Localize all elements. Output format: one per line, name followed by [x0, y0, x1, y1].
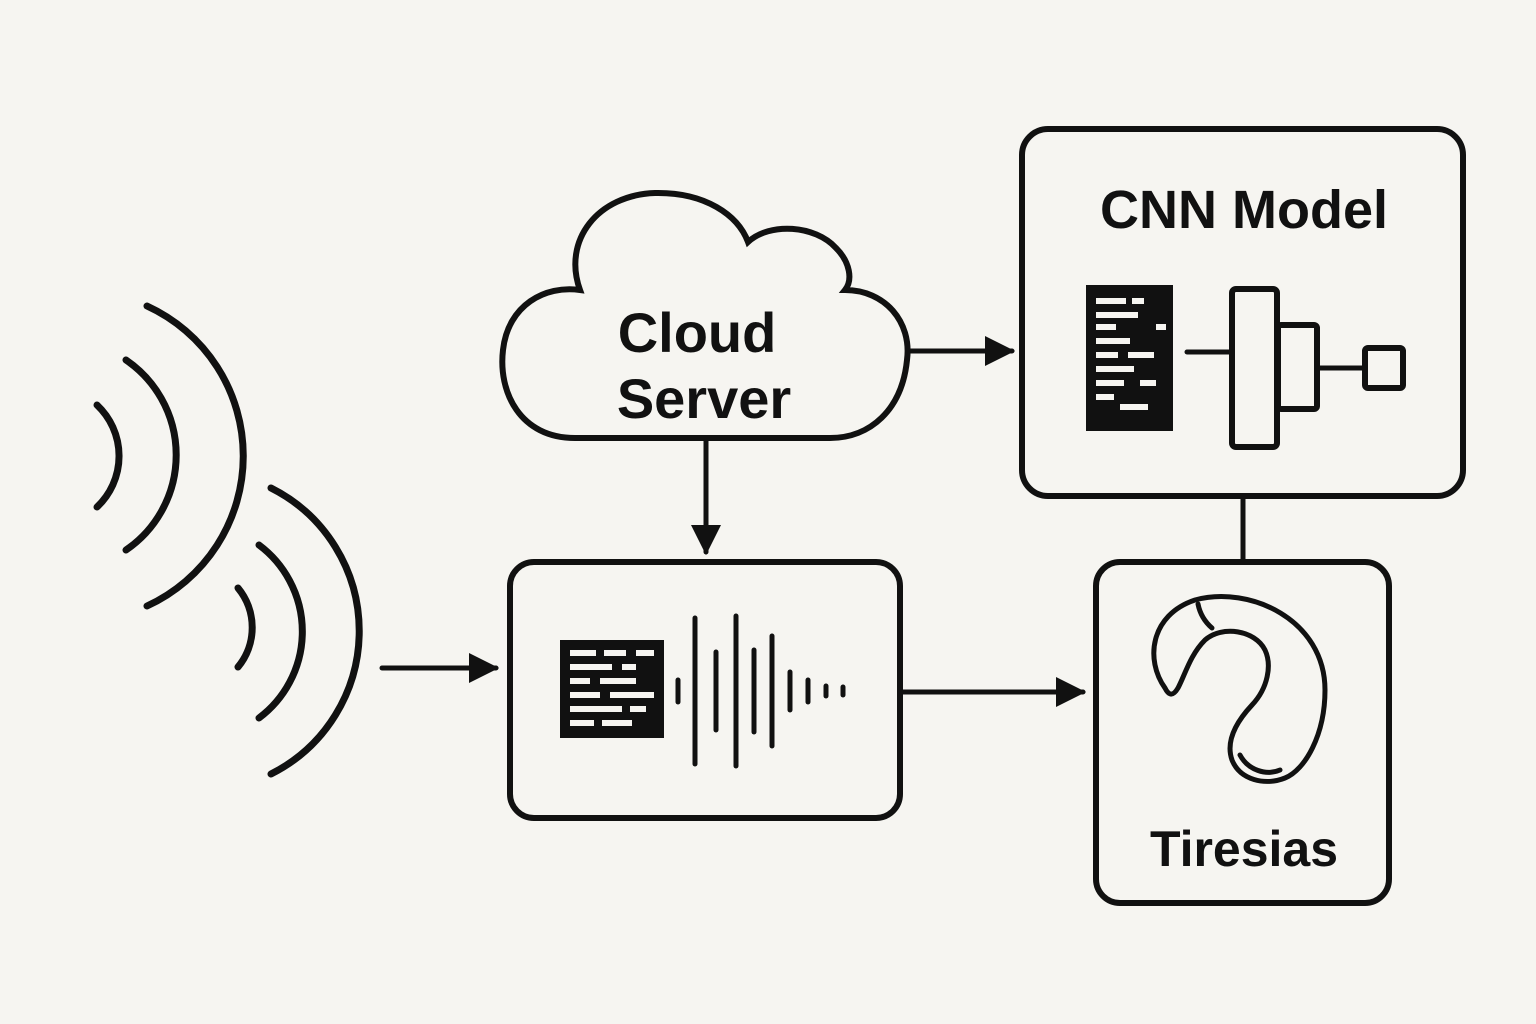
- cloud-label-line1: Cloud: [618, 301, 777, 364]
- cnn-model-title: CNN Model: [1100, 180, 1388, 240]
- cloud-icon: [499, 189, 911, 441]
- cloud-label-line2: Server: [617, 367, 791, 430]
- audio-waveform-icon: [675, 613, 846, 769]
- hearing-aid-icon: [1151, 594, 1328, 784]
- upper-wave-group: [93, 302, 247, 610]
- audio-processor-node: [507, 559, 903, 821]
- tiresias-title: Tiresias: [1150, 821, 1338, 877]
- audio-processor-box: [507, 559, 903, 821]
- cloud-server-node: Cloud Server: [499, 189, 911, 441]
- tiresias-node: Tiresias: [1093, 559, 1392, 906]
- lower-wave-group: [234, 484, 363, 778]
- connectors: [379, 336, 1246, 707]
- neural-network-icon: [1086, 285, 1406, 450]
- data-block-icon: [560, 640, 664, 738]
- sound-wave-icon: [93, 302, 363, 778]
- cnn-model-node: CNN Model: [1019, 126, 1466, 499]
